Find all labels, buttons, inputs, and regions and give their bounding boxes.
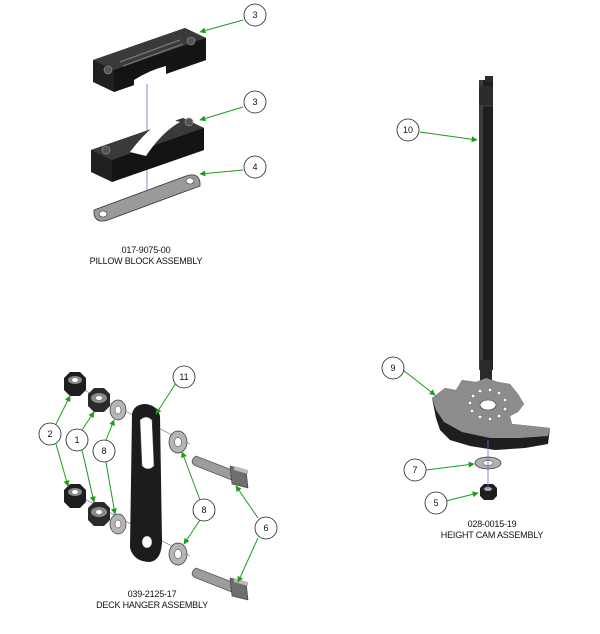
callout-pb-plate: 4 bbox=[243, 155, 267, 179]
svg-text:6: 6 bbox=[263, 523, 268, 533]
leader-pb-top bbox=[199, 19, 244, 34]
leader-dh-bolt-bottom bbox=[237, 537, 259, 583]
svg-text:5: 5 bbox=[433, 498, 438, 508]
callout-dh-washer-right: 8 bbox=[192, 498, 216, 522]
callout-dh-washer-left: 8 bbox=[92, 439, 116, 463]
svg-text:3: 3 bbox=[252, 10, 257, 20]
svg-text:9: 9 bbox=[390, 363, 395, 373]
pillow-block-title: PILLOW BLOCK ASSEMBLY bbox=[89, 256, 203, 266]
leader-pb-bottom bbox=[199, 106, 244, 122]
height-cam-plate bbox=[432, 378, 550, 450]
leader-dh-locknut-top bbox=[55, 395, 71, 425]
callout-pb-bottom: 3 bbox=[243, 90, 267, 114]
svg-text:8: 8 bbox=[101, 446, 106, 456]
height-cam-assembly: 10 9 7 5 bbox=[381, 76, 550, 515]
height-cam-part-number: 028-0015-19 bbox=[467, 519, 517, 529]
dh-washer-left-bottom bbox=[109, 513, 127, 535]
dh-flange-nut-bottom bbox=[88, 502, 110, 526]
svg-text:11: 11 bbox=[179, 372, 188, 382]
leader-hc-rod bbox=[419, 131, 478, 143]
svg-text:4: 4 bbox=[252, 162, 257, 172]
svg-text:2: 2 bbox=[47, 429, 52, 439]
svg-text:3: 3 bbox=[252, 97, 257, 107]
pillow-block-assembly: 3 3 4 bbox=[91, 3, 267, 222]
pillow-block-bottom bbox=[91, 117, 204, 182]
leader-dh-flange-bottom bbox=[81, 449, 96, 503]
height-cam-title: HEIGHT CAM ASSEMBLY bbox=[440, 530, 544, 540]
svg-text:8: 8 bbox=[201, 505, 206, 515]
deck-hanger-caption: 039-2125-17 DECK HANGER ASSEMBLY bbox=[92, 589, 212, 611]
leader-dh-locknut-bottom bbox=[55, 443, 70, 487]
callout-dh-locknut: 2 bbox=[38, 422, 62, 446]
callout-hc-cam: 9 bbox=[381, 356, 405, 380]
dh-washer-left-top bbox=[109, 399, 127, 421]
leader-dh-washer-right-top bbox=[181, 451, 201, 501]
svg-text:10: 10 bbox=[403, 125, 413, 135]
height-cam-caption: 028-0015-19 HEIGHT CAM ASSEMBLY bbox=[432, 519, 552, 541]
dh-washer-right-top bbox=[168, 430, 188, 454]
pillow-block-caption: 017-9075-00 PILLOW BLOCK ASSEMBLY bbox=[86, 245, 206, 267]
leader-dh-washer-left-bottom bbox=[105, 461, 118, 515]
leader-dh-washer-left-top bbox=[105, 419, 115, 441]
callout-dh-bolt: 6 bbox=[254, 516, 278, 540]
svg-text:1: 1 bbox=[74, 435, 79, 445]
deck-hanger-assembly: 11 2 1 8 8 6 bbox=[38, 365, 278, 601]
dh-flange-nut-top bbox=[88, 388, 110, 412]
dh-locknut-top bbox=[64, 372, 86, 396]
height-cam-nut bbox=[480, 484, 497, 500]
dh-strap bbox=[130, 404, 162, 562]
leader-dh-washer-right-bottom bbox=[183, 519, 201, 545]
svg-text:7: 7 bbox=[412, 465, 417, 475]
leader-hc-washer bbox=[425, 461, 475, 471]
leader-hc-nut bbox=[445, 491, 479, 502]
deck-hanger-title: DECK HANGER ASSEMBLY bbox=[96, 600, 208, 610]
callout-dh-strap: 11 bbox=[172, 365, 196, 389]
leader-pb-plate bbox=[199, 169, 244, 177]
dh-bolt-top bbox=[191, 455, 249, 489]
callout-dh-flange-nut: 1 bbox=[65, 428, 89, 452]
deck-hanger-part-number: 039-2125-17 bbox=[127, 589, 177, 599]
dh-locknut-bottom bbox=[64, 484, 86, 508]
leader-dh-strap bbox=[155, 382, 177, 415]
pillow-block-top bbox=[93, 28, 206, 92]
pillow-block-plate bbox=[93, 174, 201, 222]
callout-hc-rod: 10 bbox=[396, 118, 420, 142]
callout-hc-nut: 5 bbox=[424, 491, 448, 515]
callout-pb-top: 3 bbox=[243, 3, 267, 27]
height-cam-rod bbox=[479, 76, 493, 382]
dh-washer-right-bottom bbox=[168, 542, 188, 566]
leader-hc-cam bbox=[402, 369, 436, 396]
callout-hc-washer: 7 bbox=[403, 458, 427, 482]
leader-dh-flange-top bbox=[81, 411, 95, 431]
leader-dh-bolt-top bbox=[235, 485, 259, 519]
pillow-block-part-number: 017-9075-00 bbox=[121, 245, 171, 255]
